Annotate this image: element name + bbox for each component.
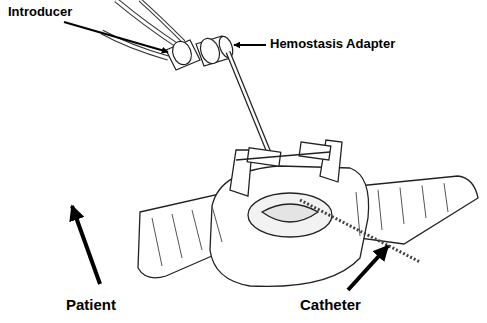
- catheter-line: [300, 200, 420, 262]
- pad-ribs: [152, 183, 448, 266]
- rib-line: [172, 214, 182, 258]
- leader-arrows: [64, 22, 388, 290]
- rib-line: [422, 185, 426, 218]
- part-label: Introducer: [8, 5, 72, 20]
- stabilization-pad: [138, 140, 478, 286]
- sheath: [228, 52, 272, 160]
- rib-line: [400, 188, 404, 224]
- rib-line: [444, 183, 448, 212]
- rib-line: [378, 190, 382, 230]
- part-label: Hemostasis Adapter: [270, 37, 395, 52]
- direction-label: Patient: [66, 296, 116, 313]
- rib-line: [152, 218, 162, 266]
- rib-line: [192, 210, 202, 250]
- direction-label: Catheter: [300, 296, 361, 313]
- rib-line: [212, 206, 222, 242]
- introducer-hub: [166, 35, 235, 70]
